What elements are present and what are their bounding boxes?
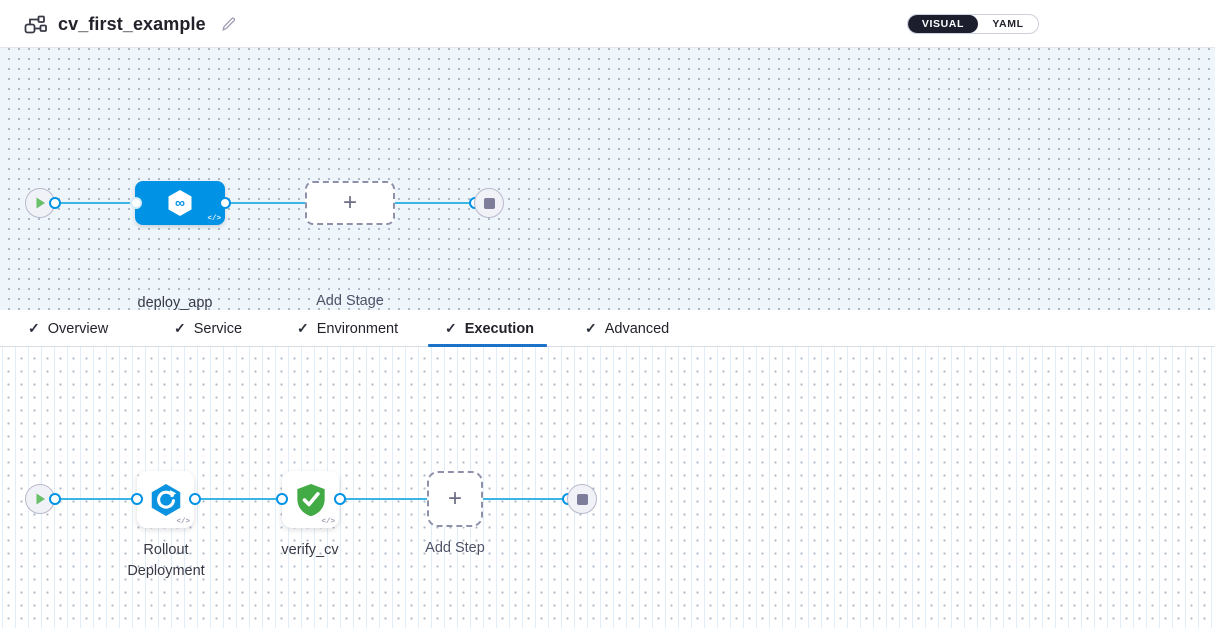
plus-icon: + bbox=[342, 189, 357, 216]
active-tab-underline bbox=[428, 344, 547, 347]
step-in-port[interactable] bbox=[131, 493, 143, 505]
tab-label: Environment bbox=[316, 320, 399, 337]
pipeline-end-node[interactable] bbox=[474, 188, 504, 218]
header-left: cv_first_example bbox=[24, 0, 238, 48]
step-node-rollout-deployment[interactable]: </> bbox=[137, 471, 194, 528]
plus-icon: + bbox=[447, 485, 462, 512]
toggle-yaml[interactable]: YAML bbox=[992, 18, 1024, 30]
check-icon: ✓ bbox=[297, 320, 309, 336]
check-icon: ✓ bbox=[28, 320, 40, 336]
step-out-port[interactable] bbox=[334, 493, 346, 505]
stage-config-tabs: ✓ Overview ✓ Service ✓ Environment ✓ Exe… bbox=[0, 310, 1215, 347]
check-icon: ✓ bbox=[174, 320, 186, 336]
tab-environment[interactable]: ✓ Environment bbox=[297, 310, 398, 347]
toggle-visual[interactable]: VISUAL bbox=[907, 15, 978, 33]
step-label: Rollout Deployment bbox=[127, 542, 205, 579]
rollout-refresh-hexagon-icon bbox=[147, 481, 185, 519]
infinity-hexagon-icon: ∞ bbox=[164, 187, 196, 219]
tab-overview[interactable]: ✓ Overview bbox=[28, 310, 108, 347]
tab-label: Overview bbox=[47, 320, 109, 337]
stage-canvas[interactable]: ∞ </> deploy_app + Add Stage bbox=[0, 48, 1215, 311]
stage-out-port[interactable] bbox=[219, 197, 231, 209]
code-icon: </> bbox=[321, 518, 335, 526]
add-stage-node[interactable]: + bbox=[305, 181, 395, 225]
add-step-node[interactable]: + bbox=[427, 471, 483, 527]
pipeline-title: cv_first_example bbox=[58, 13, 206, 34]
tab-label: Service bbox=[193, 320, 243, 337]
stop-icon bbox=[483, 197, 495, 209]
svg-text:∞: ∞ bbox=[175, 195, 185, 211]
start-port[interactable] bbox=[49, 493, 61, 505]
start-port[interactable] bbox=[49, 197, 61, 209]
execution-end-node[interactable] bbox=[567, 484, 597, 514]
add-stage-label: Add Stage bbox=[316, 293, 384, 309]
tab-label: Execution bbox=[464, 320, 535, 337]
shield-check-icon bbox=[292, 481, 330, 519]
stage-label: deploy_app bbox=[137, 295, 213, 311]
code-icon: </> bbox=[207, 215, 221, 223]
add-step-label: Add Step bbox=[425, 540, 485, 556]
step-label: verify_cv bbox=[281, 542, 339, 558]
check-icon: ✓ bbox=[445, 320, 457, 336]
step-out-port[interactable] bbox=[189, 493, 201, 505]
play-icon bbox=[36, 197, 45, 209]
execution-canvas[interactable]: </> Rollout Deployment </> verify_cv + A… bbox=[0, 347, 1215, 628]
check-icon: ✓ bbox=[585, 320, 597, 336]
tab-advanced[interactable]: ✓ Advanced bbox=[585, 310, 669, 347]
visual-yaml-toggle: VISUAL YAML bbox=[906, 14, 1039, 34]
stop-icon bbox=[576, 493, 588, 505]
edit-pencil-icon[interactable] bbox=[220, 15, 238, 33]
pipeline-icon bbox=[24, 13, 48, 35]
tab-label: Advanced bbox=[604, 320, 670, 337]
stage-in-port[interactable] bbox=[130, 197, 142, 209]
play-icon bbox=[36, 493, 45, 505]
tab-service[interactable]: ✓ Service bbox=[174, 310, 242, 347]
step-in-port[interactable] bbox=[276, 493, 288, 505]
tab-execution[interactable]: ✓ Execution bbox=[445, 310, 534, 347]
code-icon: </> bbox=[176, 518, 190, 526]
stage-connector-line bbox=[55, 202, 475, 204]
step-node-verify-cv[interactable]: </> bbox=[282, 471, 339, 528]
header: cv_first_example VISUAL YAML bbox=[0, 0, 1215, 48]
stage-node-deploy-app[interactable]: ∞ </> bbox=[135, 181, 225, 225]
